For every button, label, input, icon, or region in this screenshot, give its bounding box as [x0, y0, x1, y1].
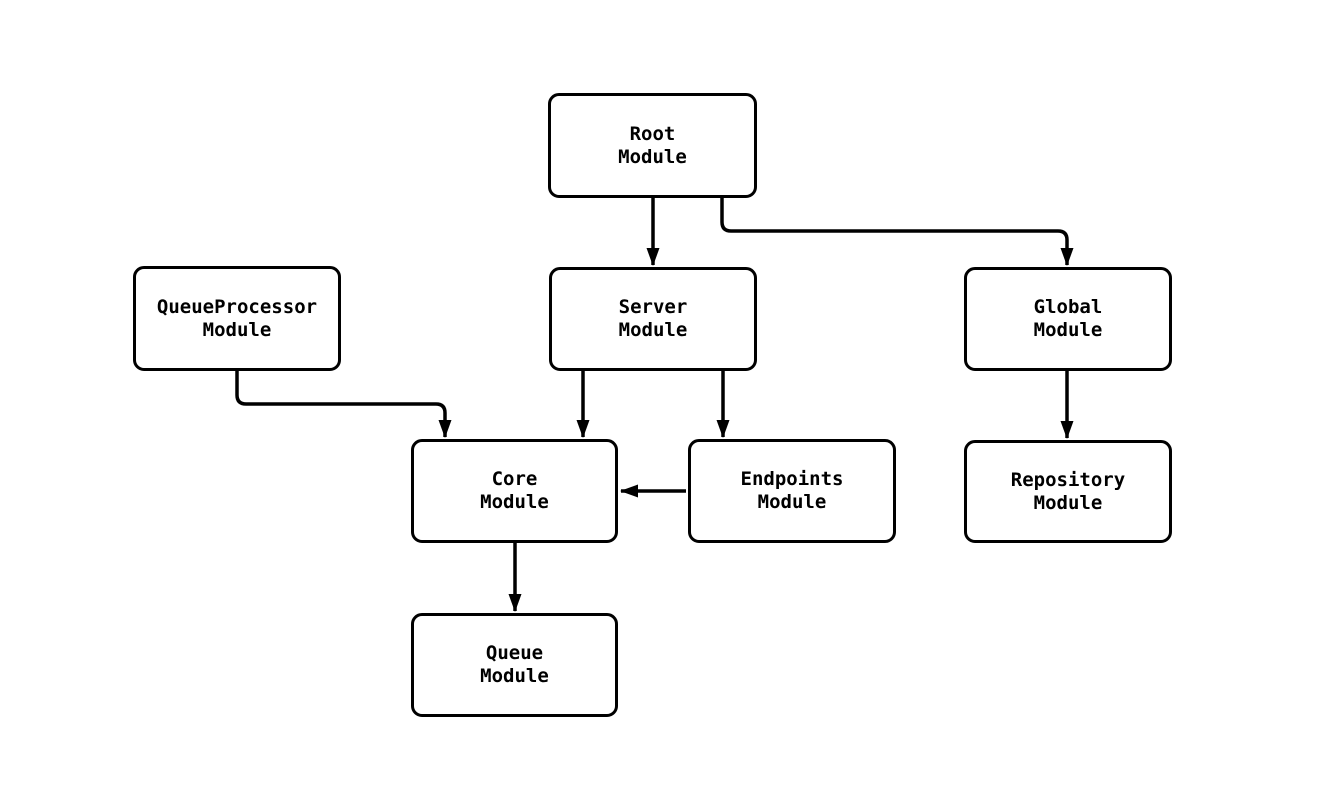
node-label-line: Module: [757, 491, 827, 513]
node-label-line: Global: [1033, 296, 1103, 318]
edges-group: [235, 198, 1074, 612]
node-label-line: Module: [480, 491, 549, 513]
node-label-line: Root: [629, 122, 676, 145]
node-label-line: QueueProcessor: [156, 295, 318, 318]
node-label-line: Endpoints: [740, 468, 844, 490]
node-label-line: Module: [618, 145, 687, 168]
node-label-line: Repository: [1010, 468, 1126, 491]
node-label-line: Module: [1033, 319, 1103, 341]
node-label-line: Core: [491, 468, 538, 490]
node-label-line: Queue: [485, 642, 544, 664]
node-label-line: Server: [618, 296, 688, 318]
edge-queueprocessor-to-core: [235, 371, 452, 438]
edge-root-to-global: [720, 198, 1074, 266]
node-label-line: Module: [1033, 491, 1103, 514]
node-label-line: Module: [480, 665, 549, 687]
node-label-line: Module: [202, 318, 272, 341]
node-label-line: Module: [618, 319, 688, 341]
